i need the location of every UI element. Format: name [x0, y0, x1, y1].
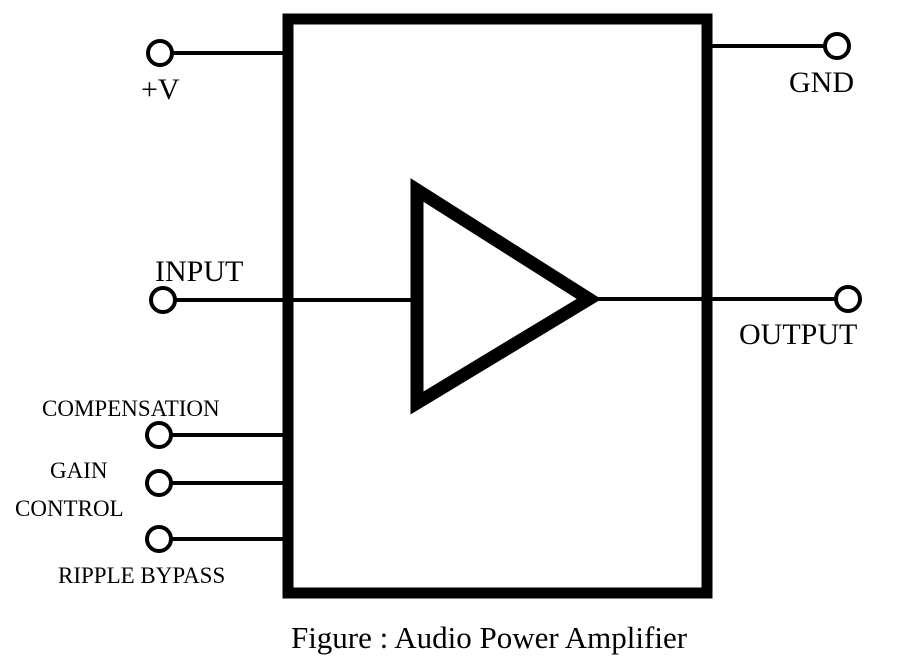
vplus-terminal — [146, 39, 174, 67]
compensation-terminal — [145, 421, 173, 449]
ripple-bypass-terminal — [145, 525, 173, 553]
gain-control-label-line2: CONTROL — [15, 496, 124, 521]
compensation-label: COMPENSATION — [42, 396, 220, 421]
ripple-bypass-label: RIPPLE BYPASS — [58, 563, 225, 588]
input-terminal — [149, 286, 177, 314]
ic-package-box — [282, 13, 713, 599]
gain-control-label-line1: GAIN — [50, 458, 108, 483]
input-label: INPUT — [155, 255, 243, 288]
output-terminal — [834, 285, 862, 313]
gain-control-terminal — [145, 469, 173, 497]
gnd-terminal — [823, 32, 851, 60]
gnd-label: GND — [789, 66, 854, 99]
vplus-label: +V — [141, 73, 180, 106]
output-label: OUTPUT — [739, 318, 857, 351]
figure-caption: Figure : Audio Power Amplifier — [291, 620, 688, 655]
amplifier-triangle-icon — [410, 178, 602, 415]
